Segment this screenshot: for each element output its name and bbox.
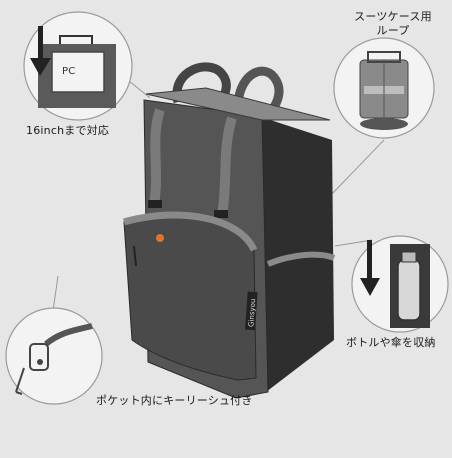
bottle-icon: [397, 251, 421, 321]
side-pocket-trim: [266, 251, 336, 267]
front-strap-left: [149, 108, 165, 205]
loop-connector-line: [329, 139, 385, 197]
strap-buckle: [148, 200, 162, 208]
key-caption: ポケット内にキーリーシュ付き: [96, 394, 253, 407]
front-strap-right: [217, 116, 237, 217]
brand-tag: Ginsyou: [245, 291, 258, 331]
down-arrow-icon: [30, 26, 51, 76]
key-callout: [5, 307, 103, 405]
bag-top-trim: [145, 87, 331, 121]
brand-tag-text: Ginsyou: [247, 298, 257, 327]
loop-caption: スーツケース用 ループ: [338, 10, 448, 38]
front-pocket: [123, 214, 257, 381]
bag-handle: [59, 35, 93, 44]
loop-caption-line1: スーツケース用: [354, 10, 432, 23]
loop-callout: [333, 37, 435, 139]
backpack: Ginsyou: [123, 62, 336, 399]
loop-caption-line2: ループ: [376, 24, 410, 37]
zipper-pull-accent: [156, 234, 164, 242]
pc-caption: 16inchまで対応: [26, 124, 110, 137]
bottle-callout: [351, 235, 449, 333]
strap-buckle: [214, 210, 228, 218]
pc-tag: PC: [62, 66, 76, 77]
zipper-line: [133, 245, 137, 267]
suitcase-icon: [359, 51, 409, 130]
pocket-trim: [123, 211, 258, 252]
bottle-connector-line: [334, 239, 373, 247]
key-icon: [15, 343, 49, 395]
laptop-icon: [51, 51, 105, 93]
leash-strap: [44, 323, 93, 347]
down-arrow-icon: [360, 240, 380, 296]
bottle-caption: ボトルや傘を収納: [346, 336, 436, 349]
pc-callout: [23, 11, 133, 121]
